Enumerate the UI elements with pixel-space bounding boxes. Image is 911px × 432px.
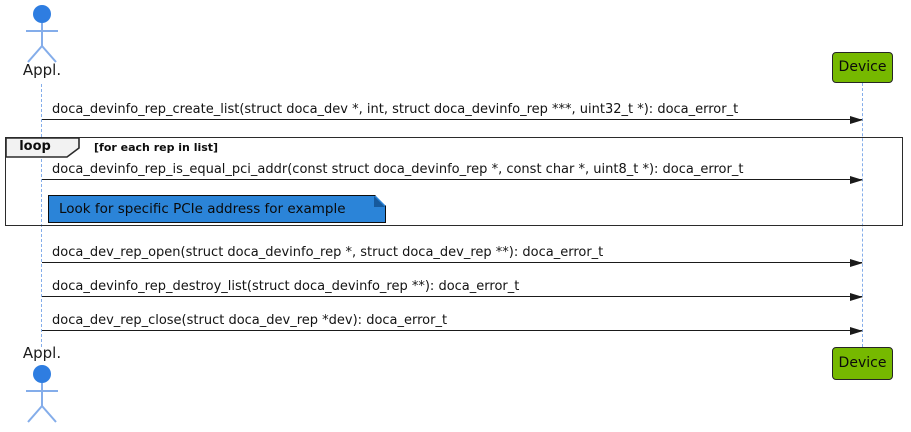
actor-label-top: Appl.: [22, 61, 62, 79]
device-label-top: Device: [838, 59, 887, 75]
loop-guard-label: [for each rep in list]: [94, 141, 219, 154]
message-text: doca_devinfo_rep_is_equal_pci_addr(const…: [52, 162, 744, 177]
loop-tab: [5, 137, 80, 158]
loop-keyword-label: loop: [19, 139, 51, 154]
arrowhead-icon: [850, 116, 863, 124]
message-create-list: doca_devinfo_rep_create_list(struct doca…: [42, 98, 863, 124]
message-destroy-list: doca_devinfo_rep_destroy_list(struct doc…: [42, 275, 863, 301]
arrowhead-icon: [850, 259, 863, 267]
message-is-equal-pci-addr: doca_devinfo_rep_is_equal_pci_addr(const…: [42, 158, 863, 184]
arrowhead-icon: [850, 176, 863, 184]
note-fold-icon: [374, 196, 385, 207]
message-text: doca_dev_rep_close(struct doca_dev_rep *…: [52, 313, 448, 328]
message-text: doca_devinfo_rep_destroy_list(struct doc…: [52, 279, 520, 294]
arrowhead-icon: [850, 327, 863, 335]
message-text: doca_devinfo_rep_create_list(struct doca…: [52, 102, 739, 117]
lifeline-device: [862, 83, 863, 347]
participant-device-top: Device: [832, 52, 893, 83]
actor-label-bottom: Appl.: [22, 344, 62, 362]
participant-device-bottom: Device: [832, 347, 893, 380]
lifeline-appl: [41, 84, 42, 347]
note: Look for specific PCIe address for examp…: [48, 195, 386, 223]
message-rep-open: doca_dev_rep_open(struct doca_devinfo_re…: [42, 241, 863, 267]
arrowhead-icon: [850, 293, 863, 301]
actor-figure-icon: [26, 365, 58, 423]
loop-frame: [5, 137, 903, 226]
note-text: Look for specific PCIe address for examp…: [59, 201, 346, 217]
actor-figure-icon: [26, 5, 58, 63]
message-rep-close: doca_dev_rep_close(struct doca_dev_rep *…: [42, 309, 863, 335]
message-text: doca_dev_rep_open(struct doca_devinfo_re…: [52, 245, 604, 260]
device-label-bottom: Device: [838, 355, 887, 371]
